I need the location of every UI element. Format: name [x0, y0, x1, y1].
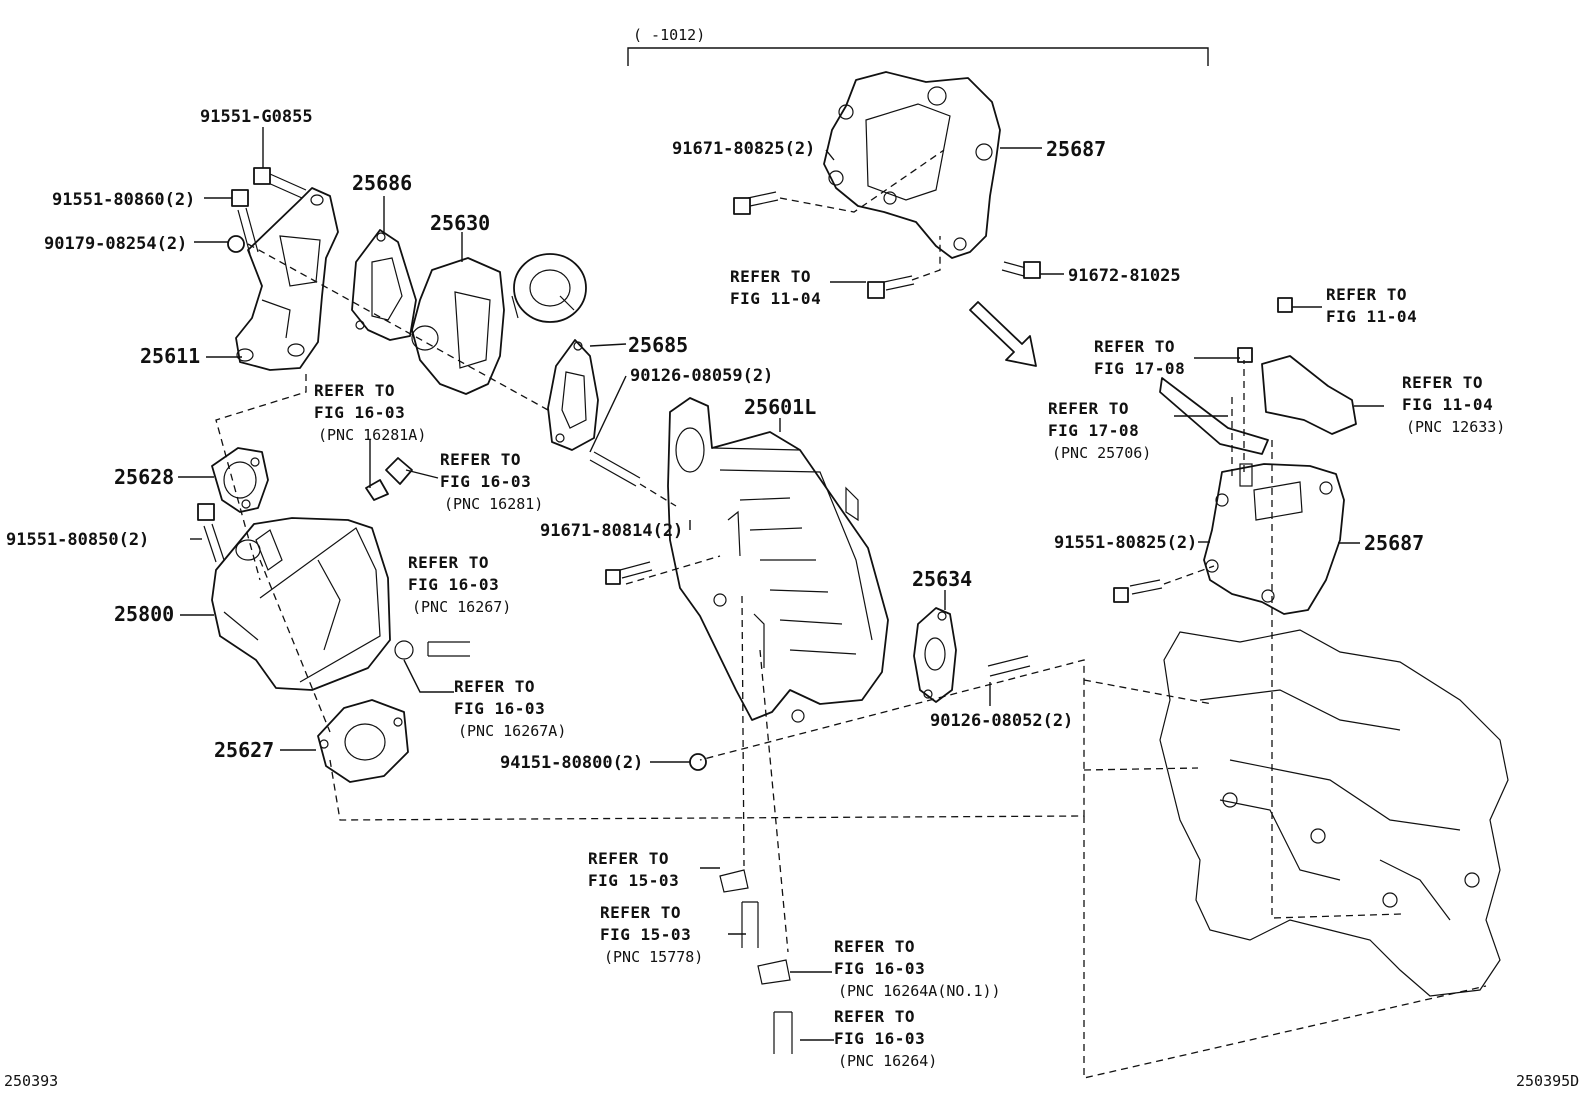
ref-line-r2-b: FIG 16-03 [440, 472, 531, 491]
label-25611: 25611 [140, 344, 200, 368]
label-91551-G0855: 91551-G0855 [200, 107, 313, 127]
label-25634: 25634 [912, 567, 972, 591]
ref-line-r1-c: (PNC 16281A) [318, 426, 426, 444]
direction-arrow [969, 301, 1037, 367]
ref-line-r8-c: (PNC 25706) [1052, 444, 1151, 462]
part-25628-shape [211, 447, 269, 513]
label-91551-80860: 91551-80860(2) [52, 190, 195, 210]
ref-fig-16-03-16264A: REFER TO FIG 16-03 (PNC 16264A(NO.1)) [834, 937, 1001, 1000]
ref-line-r3-c: (PNC 16267) [412, 598, 511, 616]
range-note: ( -1012) [633, 26, 705, 44]
part-25627-shape [317, 699, 409, 783]
ref-line-r13-c: (PNC 16264) [838, 1052, 937, 1070]
ref-line-r3-b: FIG 16-03 [408, 575, 499, 594]
ref-fig-15-03: REFER TO FIG 15-03 [588, 849, 679, 890]
part-25686-shape [351, 229, 417, 341]
label-90126-08059: 90126-08059(2) [630, 366, 773, 386]
ref-line-r12-b: FIG 16-03 [834, 959, 925, 978]
leader-lines [178, 127, 1384, 1041]
ref-line-r9-c: (PNC 12633) [1406, 418, 1505, 436]
ref-line-r7-b: FIG 17-08 [1094, 359, 1185, 378]
illustration-code-right: 250395D [1516, 1072, 1579, 1090]
ref-line-r1-b: FIG 16-03 [314, 403, 405, 422]
part-25687a-shape [823, 71, 1001, 259]
ref-line-r5-a: REFER TO [730, 267, 811, 286]
part-25800-shape [211, 517, 391, 691]
ref-line-r9-b: FIG 11-04 [1402, 395, 1493, 414]
ref-line-r10-a: REFER TO [588, 849, 669, 868]
label-25687-top: 25687 [1046, 137, 1106, 161]
ref-fig-16-03-16264: REFER TO FIG 16-03 (PNC 16264) [834, 1007, 937, 1070]
ref-line-r2-a: REFER TO [440, 450, 521, 469]
label-91671-80825: 91671-80825(2) [672, 139, 815, 159]
ref-line-r5-b: FIG 11-04 [730, 289, 821, 308]
ref-line-r3-a: REFER TO [408, 553, 489, 572]
label-25800: 25800 [114, 602, 174, 626]
label-25627: 25627 [214, 738, 274, 762]
ref-line-r4-b: FIG 16-03 [454, 699, 545, 718]
part-25611-shape [235, 187, 339, 371]
fastener-labels: 91551-G0855 91551-80860(2) 90179-08254(2… [6, 107, 1197, 773]
ref-line-r8-a: REFER TO [1048, 399, 1129, 418]
ref-line-r12-a: REFER TO [834, 937, 915, 956]
alignment-dashes [215, 149, 1487, 1079]
ref-line-r6-b: FIG 11-04 [1326, 307, 1417, 326]
ref-line-r4-a: REFER TO [454, 677, 535, 696]
ref-line-r6-a: REFER TO [1326, 285, 1407, 304]
ref-line-r10-b: FIG 15-03 [588, 871, 679, 890]
label-94151-80800: 94151-80800(2) [500, 753, 643, 773]
engine-block-shape [1159, 629, 1509, 997]
ref-fig-15-03-15778: REFER TO FIG 15-03 (PNC 15778) [600, 903, 703, 966]
label-25601L: 25601L [744, 395, 816, 419]
illustration-code-left: 250393 [4, 1072, 58, 1090]
ref-line-r11-b: FIG 15-03 [600, 925, 691, 944]
ref-fig-16-03-16281: REFER TO FIG 16-03 (PNC 16281) [440, 450, 543, 513]
ref-line-r7-a: REFER TO [1094, 337, 1175, 356]
ref-line-r11-c: (PNC 15778) [604, 948, 703, 966]
ref-line-r1-a: REFER TO [314, 381, 395, 400]
ref-fig-16-03-16267: REFER TO FIG 16-03 (PNC 16267) [408, 553, 511, 616]
part-25630-shape [411, 253, 587, 395]
ref-line-r9-a: REFER TO [1402, 373, 1483, 392]
label-91551-80825: 91551-80825(2) [1054, 533, 1197, 553]
ref-fig-16-03-16281A: REFER TO FIG 16-03 (PNC 16281A) [314, 381, 426, 444]
label-25685: 25685 [628, 333, 688, 357]
label-91551-80850: 91551-80850(2) [6, 530, 149, 550]
part-25634-shape [913, 607, 957, 703]
part-25601L-shape [667, 397, 889, 723]
label-25630: 25630 [430, 211, 490, 235]
ref-part-shapes [365, 355, 1357, 1054]
ref-line-r2-c: (PNC 16281) [444, 495, 543, 513]
ref-line-r8-b: FIG 17-08 [1048, 421, 1139, 440]
bolt-shapes [197, 167, 1293, 771]
label-91671-80814: 91671-80814(2) [540, 521, 683, 541]
range-bracket: ( -1012) [627, 26, 1209, 66]
ref-line-r4-c: (PNC 16267A) [458, 722, 566, 740]
label-91672-81025: 91672-81025 [1068, 266, 1181, 286]
ref-line-r13-b: FIG 16-03 [834, 1029, 925, 1048]
ref-fig-11-04-top: REFER TO FIG 11-04 [730, 267, 821, 308]
part-25685-shape [547, 339, 599, 451]
ref-fig-16-03-16267A: REFER TO FIG 16-03 (PNC 16267A) [454, 677, 566, 740]
label-90179-08254: 90179-08254(2) [44, 234, 187, 254]
label-25686: 25686 [352, 171, 412, 195]
ref-fig-17-08: REFER TO FIG 17-08 [1094, 337, 1185, 378]
part-25687b-shape [1203, 463, 1345, 615]
ref-line-r11-a: REFER TO [600, 903, 681, 922]
part-number-labels: 25686 25630 25611 25685 25628 25800 2562… [114, 137, 1424, 762]
ref-line-r13-a: REFER TO [834, 1007, 915, 1026]
ref-fig-11-04-right: REFER TO FIG 11-04 [1326, 285, 1417, 326]
ref-line-r12-c: (PNC 16264A(NO.1)) [838, 982, 1001, 1000]
label-25628: 25628 [114, 465, 174, 489]
ref-fig-11-04-12633: REFER TO FIG 11-04 (PNC 12633) [1402, 373, 1505, 436]
ref-fig-17-08-25706: REFER TO FIG 17-08 (PNC 25706) [1048, 399, 1151, 462]
reference-labels: REFER TO FIG 16-03 (PNC 16281A) REFER TO… [314, 267, 1505, 1070]
label-25687-right: 25687 [1364, 531, 1424, 555]
label-90126-08052: 90126-08052(2) [930, 711, 1073, 731]
